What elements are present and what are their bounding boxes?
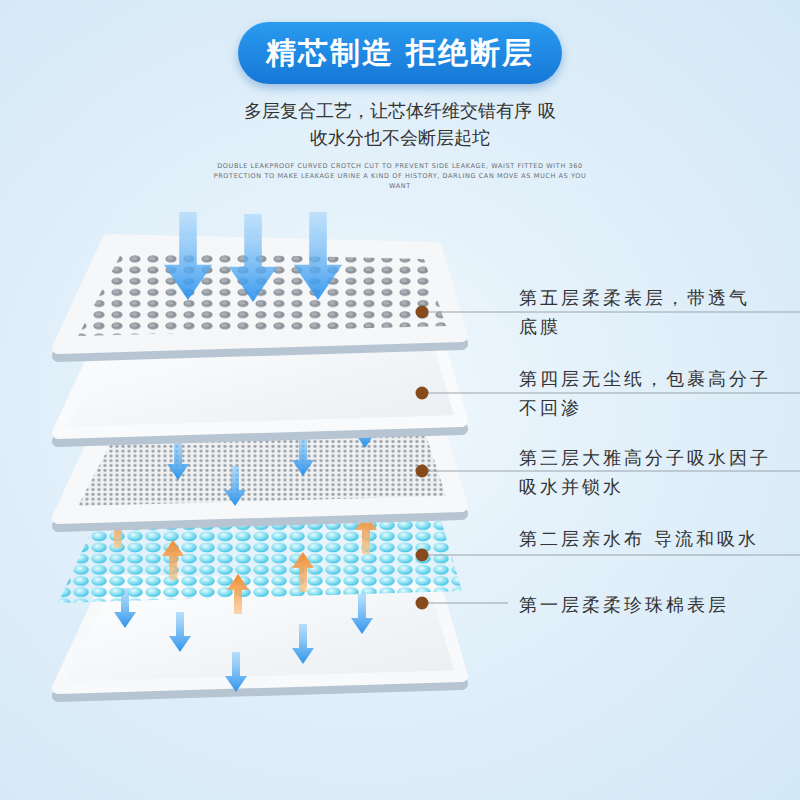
down-arrow — [225, 652, 247, 692]
layer-label: 第三层大雅高分子吸水因子 吸水并锁水 — [519, 443, 781, 501]
layer-label: 第一层柔柔珍珠棉表层 — [519, 590, 729, 619]
leader-dot — [416, 597, 429, 610]
layer-label: 第五层柔柔表层，带透气 底膜 — [519, 283, 759, 341]
leader-line — [422, 311, 800, 312]
down-arrow — [351, 594, 373, 634]
up-arrow — [292, 552, 314, 592]
up-arrow — [162, 540, 184, 580]
down-arrow — [292, 624, 314, 664]
down-arrow — [229, 214, 277, 302]
flow-arrows-big — [164, 212, 342, 302]
leader-line — [422, 602, 508, 603]
english-note: DOUBLE LEAKPROOF CURVED CROTCH CUT TO PR… — [205, 161, 595, 191]
leader-dot — [416, 465, 429, 478]
leader-dots — [416, 306, 429, 610]
title-banner: 精芯制造 拒绝断层 — [238, 22, 562, 84]
leader-line — [422, 392, 800, 393]
leader-lines — [422, 312, 800, 603]
down-arrow — [224, 466, 246, 506]
flow-arrows-down — [114, 588, 373, 692]
leader-dot — [416, 549, 429, 562]
subtitle: 多层复合工艺，让芯体纤维交错有序 吸收水分也不会断层起坨 — [242, 97, 558, 151]
title-text: 精芯制造 拒绝断层 — [266, 33, 534, 74]
leader-dot — [416, 306, 429, 319]
down-arrow — [167, 440, 189, 480]
leader-line — [422, 554, 800, 555]
leader-dot — [416, 387, 429, 400]
down-arrow — [164, 212, 212, 300]
layer-label: 第四层无尘纸，包裹高分子 不回渗 — [519, 364, 781, 422]
layer-label: 第二层亲水布 导流和吸水 — [519, 524, 759, 553]
down-arrow — [294, 212, 342, 300]
leader-line — [422, 470, 800, 471]
down-arrow — [292, 436, 314, 476]
down-arrow — [169, 612, 191, 652]
up-arrow — [227, 574, 249, 614]
